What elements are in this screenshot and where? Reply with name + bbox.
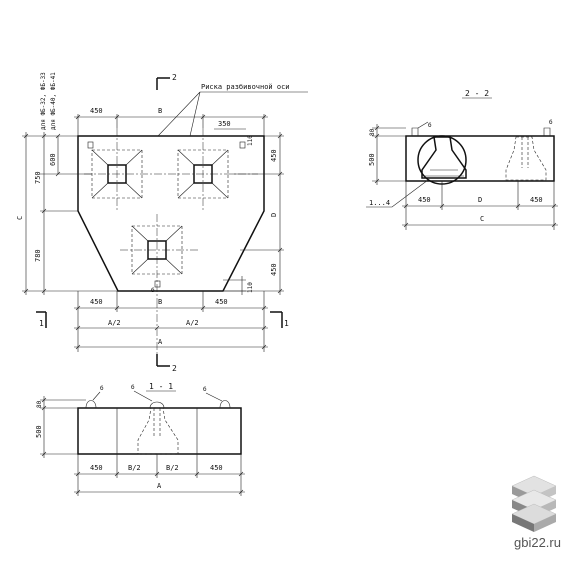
- section-mark-1-right: 1: [284, 319, 289, 328]
- note-line-1: для ФБ-32, ФБ-33: [40, 72, 47, 130]
- stacked-slabs-icon: [511, 475, 557, 532]
- section-1-1: 1 - 1 б б б 80 500 450 B/2 B/2 450 A: [35, 382, 245, 496]
- lifting-loop-left: [87, 141, 94, 149]
- axis-mark-leader: [157, 91, 308, 137]
- section-22-dim-80: 80: [369, 128, 376, 136]
- section-11-dim-450-left: 450: [90, 464, 103, 472]
- section-11-mark-b-right: б: [203, 386, 207, 393]
- section-mark-2-top: 2: [172, 73, 177, 82]
- section-11-dim-450-right: 450: [210, 464, 223, 472]
- section-2-2: 2 - 2 б б 80 500 1...4 450 D 450 C: [366, 89, 558, 230]
- dim-b-top: B: [158, 107, 162, 115]
- section-11-title: 1 - 1: [149, 382, 173, 391]
- note-line-2: для ФБ-40, ФБ-41: [50, 72, 57, 130]
- dim-a-half-right: A/2: [186, 319, 199, 327]
- dim-a-half-left: A/2: [108, 319, 121, 327]
- section-22-mark-b-right: б: [549, 119, 553, 126]
- section-22-dim-500: 500: [368, 153, 376, 166]
- dim-780: 780: [34, 249, 42, 262]
- plan-view: Риска разбивочной оси 2 2 1 1 450 B 350 …: [16, 72, 308, 373]
- section-22-dim-d: D: [478, 196, 482, 204]
- section-22-dim-450-left: 450: [418, 196, 431, 204]
- dim-d-right: D: [270, 213, 278, 217]
- section-mark-2-bottom: 2: [172, 364, 177, 373]
- section-22-block: [405, 135, 555, 182]
- lifting-loop-bottom: [154, 280, 161, 288]
- dim-b-bottom: B: [158, 298, 162, 306]
- section-11-dim-80: 80: [36, 400, 43, 408]
- section-22-title: 2 - 2: [465, 89, 489, 98]
- section-11-dim-500: 500: [35, 425, 43, 438]
- dim-450-bottom-right: 450: [215, 298, 228, 306]
- section-11-dim-b-half-right: B/2: [166, 464, 179, 472]
- section-11-dim-a: A: [157, 482, 162, 490]
- axis-mark-label: Риска разбивочной оси: [201, 83, 290, 91]
- dim-750: 750: [34, 171, 42, 184]
- section-22-dim-c: C: [480, 215, 484, 223]
- plan-mark-b: б: [151, 287, 155, 294]
- watermark-site: gbi22.ru: [514, 535, 561, 550]
- dim-450-bottom-left: 450: [90, 298, 103, 306]
- section-mark-1-left: 1: [39, 319, 44, 328]
- section-22-mark-b-left: б: [428, 122, 432, 129]
- section-22-dim-450-right: 450: [530, 196, 543, 204]
- dim-350: 350: [218, 120, 231, 128]
- section-11-mark-b-mid: б: [131, 384, 135, 391]
- section-22-callout: 1...4: [369, 199, 390, 207]
- dim-450-right-top: 450: [270, 149, 278, 162]
- plan-outline: [77, 135, 265, 292]
- dim-a: A: [158, 338, 163, 346]
- dim-110-bottom: 110: [247, 282, 254, 293]
- section-11-dim-b-half-left: B/2: [128, 464, 141, 472]
- section-11-mark-b-left: б: [100, 385, 104, 392]
- dim-600: 600: [49, 153, 57, 166]
- lifting-loop-top: [239, 141, 246, 149]
- dim-c-left: C: [16, 216, 24, 220]
- dim-110-top: 110: [247, 135, 254, 146]
- section-11-block: [77, 407, 242, 455]
- dim-450-right-bottom: 450: [270, 263, 278, 276]
- dim-450-top: 450: [90, 107, 103, 115]
